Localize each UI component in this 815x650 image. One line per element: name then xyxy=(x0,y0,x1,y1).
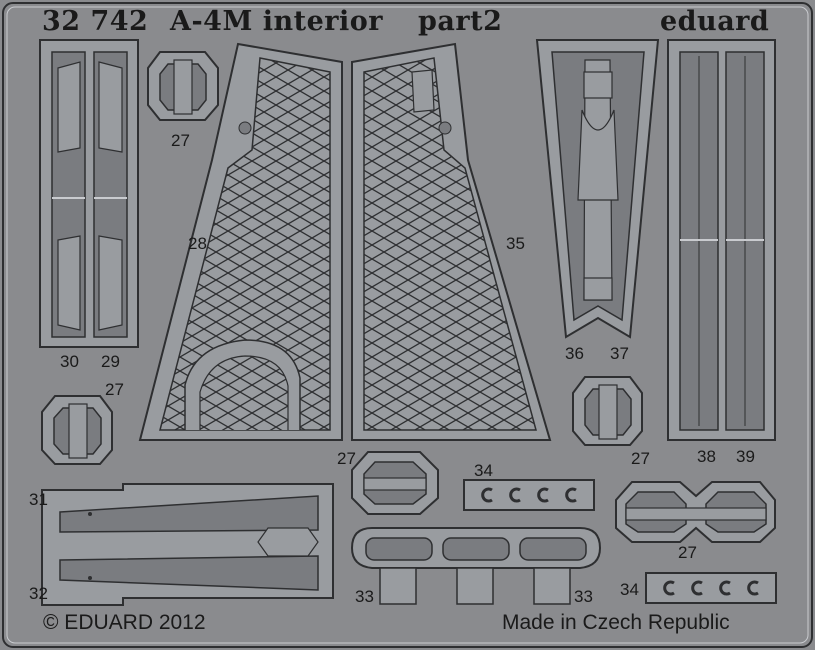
part-34-hooks-bottom xyxy=(645,572,777,604)
part-label-33: 33 xyxy=(574,587,593,606)
part-27-small-top xyxy=(147,51,219,121)
fret-title: A-4M interior xyxy=(170,6,383,37)
part-label-38: 38 xyxy=(697,447,716,466)
part-label-28: 28 xyxy=(188,234,207,253)
brand-name: eduard xyxy=(660,6,770,37)
part-label-31: 31 xyxy=(29,490,48,509)
part-33-triple-frame xyxy=(350,527,602,605)
part-label-32: 32 xyxy=(29,584,48,603)
part-label-27: 27 xyxy=(337,449,356,468)
part-label-27: 27 xyxy=(171,131,190,150)
fret-frame-inner-edge xyxy=(6,6,809,644)
part-label-34: 34 xyxy=(474,461,493,480)
part-36-37-channel xyxy=(535,39,660,339)
part-27-small-right xyxy=(572,376,643,446)
part-label-39: 39 xyxy=(736,447,755,466)
part-34-hooks-top xyxy=(463,479,595,511)
part-label-34: 34 xyxy=(620,580,639,599)
copyright-text: © EDUARD 2012 xyxy=(43,611,206,634)
part-label-27: 27 xyxy=(631,449,650,468)
part-label-36: 36 xyxy=(565,344,584,363)
part-27-pair xyxy=(615,481,776,543)
part-35-mesh-panel xyxy=(351,42,552,441)
origin-text: Made in Czech Republic xyxy=(502,611,730,634)
part-indicator: part2 xyxy=(418,6,503,37)
part-label-27: 27 xyxy=(105,380,124,399)
part-28-mesh-panel xyxy=(138,42,343,441)
part-30-29-strips xyxy=(39,39,139,348)
part-31-32-plates xyxy=(41,483,334,606)
part-label-29: 29 xyxy=(101,352,120,371)
part-label-35: 35 xyxy=(506,234,525,253)
part-label-33: 33 xyxy=(355,587,374,606)
part-38-39-rails xyxy=(667,39,776,441)
part-label-37: 37 xyxy=(610,344,629,363)
part-label-27: 27 xyxy=(678,543,697,562)
part-27-small-left xyxy=(41,395,113,465)
part-27-center xyxy=(351,451,439,515)
part-label-30: 30 xyxy=(60,352,79,371)
catalog-number: 32 742 xyxy=(42,6,149,37)
